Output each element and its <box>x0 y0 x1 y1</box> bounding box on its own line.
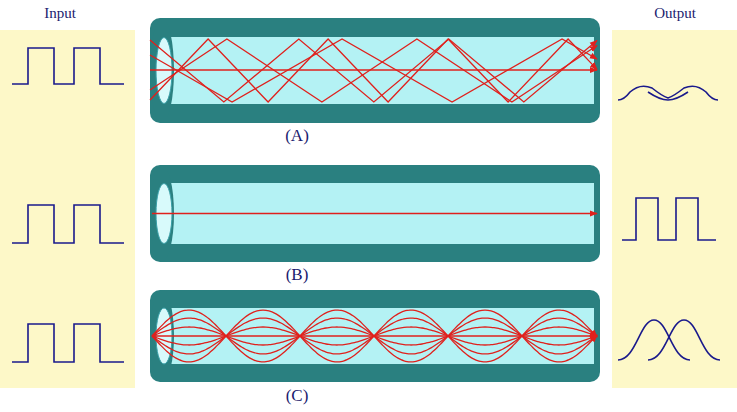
light-ray <box>150 39 597 102</box>
output-pulse-a <box>618 86 718 100</box>
figure-label: (B) <box>286 266 309 285</box>
input-pulse-b <box>12 205 124 243</box>
light-ray <box>150 69 597 70</box>
light-ray <box>152 213 597 214</box>
input-panel <box>0 30 135 388</box>
light-ray <box>150 39 597 102</box>
fiber-a <box>150 18 600 123</box>
output-pulse-c-1 <box>618 320 690 360</box>
output-pulse-b <box>622 198 716 240</box>
light-ray <box>152 310 597 362</box>
input-pulse-c <box>12 324 124 362</box>
light-ray <box>152 318 597 354</box>
fiber-b <box>150 165 600 262</box>
fiber-c <box>150 290 600 382</box>
figure-label: (C) <box>286 387 309 406</box>
light-ray <box>152 310 597 362</box>
light-ray <box>150 39 597 102</box>
light-ray <box>150 39 597 102</box>
input-pulse-a <box>12 48 124 84</box>
light-ray <box>152 335 597 336</box>
panel-heading: Input <box>44 5 76 22</box>
figure-label: (A) <box>285 127 309 146</box>
output-pulse-c-2 <box>648 320 720 360</box>
output-pulse-a-overlap <box>648 92 688 100</box>
light-ray <box>152 318 597 354</box>
panel-heading: Output <box>654 5 696 22</box>
output-panel <box>612 30 737 388</box>
